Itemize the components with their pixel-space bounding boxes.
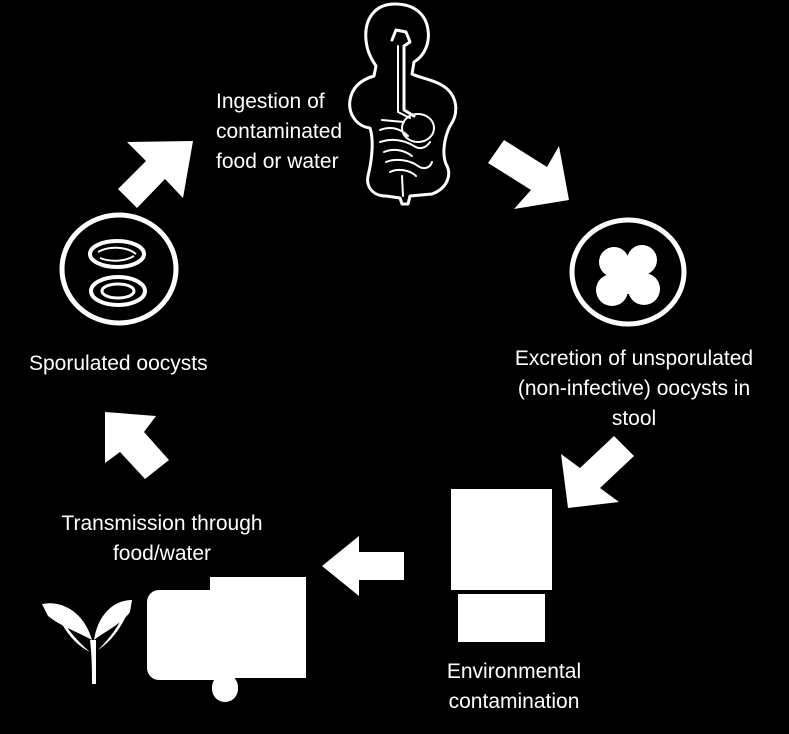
sporocyst-lower: [89, 275, 147, 307]
water-jug-icon: [147, 590, 227, 680]
ingestion-label-line-3: food or water: [216, 150, 339, 173]
toilet-icon: [451, 489, 552, 642]
produce-and-water-icon: [42, 577, 306, 702]
esophagus-inner: [397, 45, 411, 119]
stomach-shape: [401, 113, 435, 143]
transmission-label: Transmission through food/water: [42, 509, 282, 569]
sporocyst-upper: [88, 239, 146, 269]
arrow-transmission-to-sporulated: [105, 412, 169, 479]
excretion-label-line-1: Excretion of unsporulated: [514, 347, 754, 370]
sporozoite-upper: [97, 246, 137, 262]
sporulated-oocyst-wall: [59, 212, 179, 326]
environment-label-line-2: contamination: [448, 690, 580, 713]
excretion-label-line-2: (non-infective) oocysts in: [517, 377, 751, 400]
sporocyst-lower-inner: [100, 282, 136, 300]
cycle-arrows: [105, 140, 634, 596]
toilet-bowl: [458, 594, 545, 642]
jug-base-icon: [212, 674, 238, 702]
ingestion-label-line-1: Ingestion of: [216, 90, 325, 113]
water-glass-icon: [210, 577, 306, 678]
oocyst-wall: [569, 217, 687, 327]
excretion-label-line-3: stool: [611, 407, 657, 430]
sporulated-label-line-1: Sporulated oocysts: [29, 352, 208, 375]
arrow-environment-to-transmission: [322, 536, 404, 596]
esophagus-outline: [390, 28, 416, 118]
transmission-label-line-1: Transmission through: [61, 512, 263, 535]
environment-label-line-1: Environmental: [446, 660, 582, 683]
intestines-shape: [379, 119, 433, 177]
ingestion-label-line-2: contaminated: [216, 120, 343, 143]
human-digestive-system-icon: [348, 2, 458, 206]
rectum-shape: [401, 175, 404, 197]
sporulated-oocyst-icon: [59, 212, 179, 326]
sporulated-label: Sporulated oocysts: [29, 349, 208, 379]
transmission-label-line-2: food/water: [112, 542, 212, 565]
excretion-label: Excretion of unsporulated (non-infective…: [492, 344, 776, 434]
ingestion-label: Ingestion of contaminated food or water: [216, 87, 342, 177]
oocyst-cytoplasm: [596, 245, 660, 306]
arrow-excretion-to-environment: [561, 436, 634, 508]
leaf-icon: [42, 600, 132, 684]
toilet-tank: [451, 489, 552, 590]
unsporulated-oocyst-icon: [569, 217, 687, 327]
human-silhouette-outline: [348, 2, 458, 206]
arrow-sporulated-to-ingestion: [118, 141, 193, 208]
environment-label: Environmental contamination: [428, 657, 600, 717]
arrow-ingestion-to-excretion: [488, 140, 569, 209]
